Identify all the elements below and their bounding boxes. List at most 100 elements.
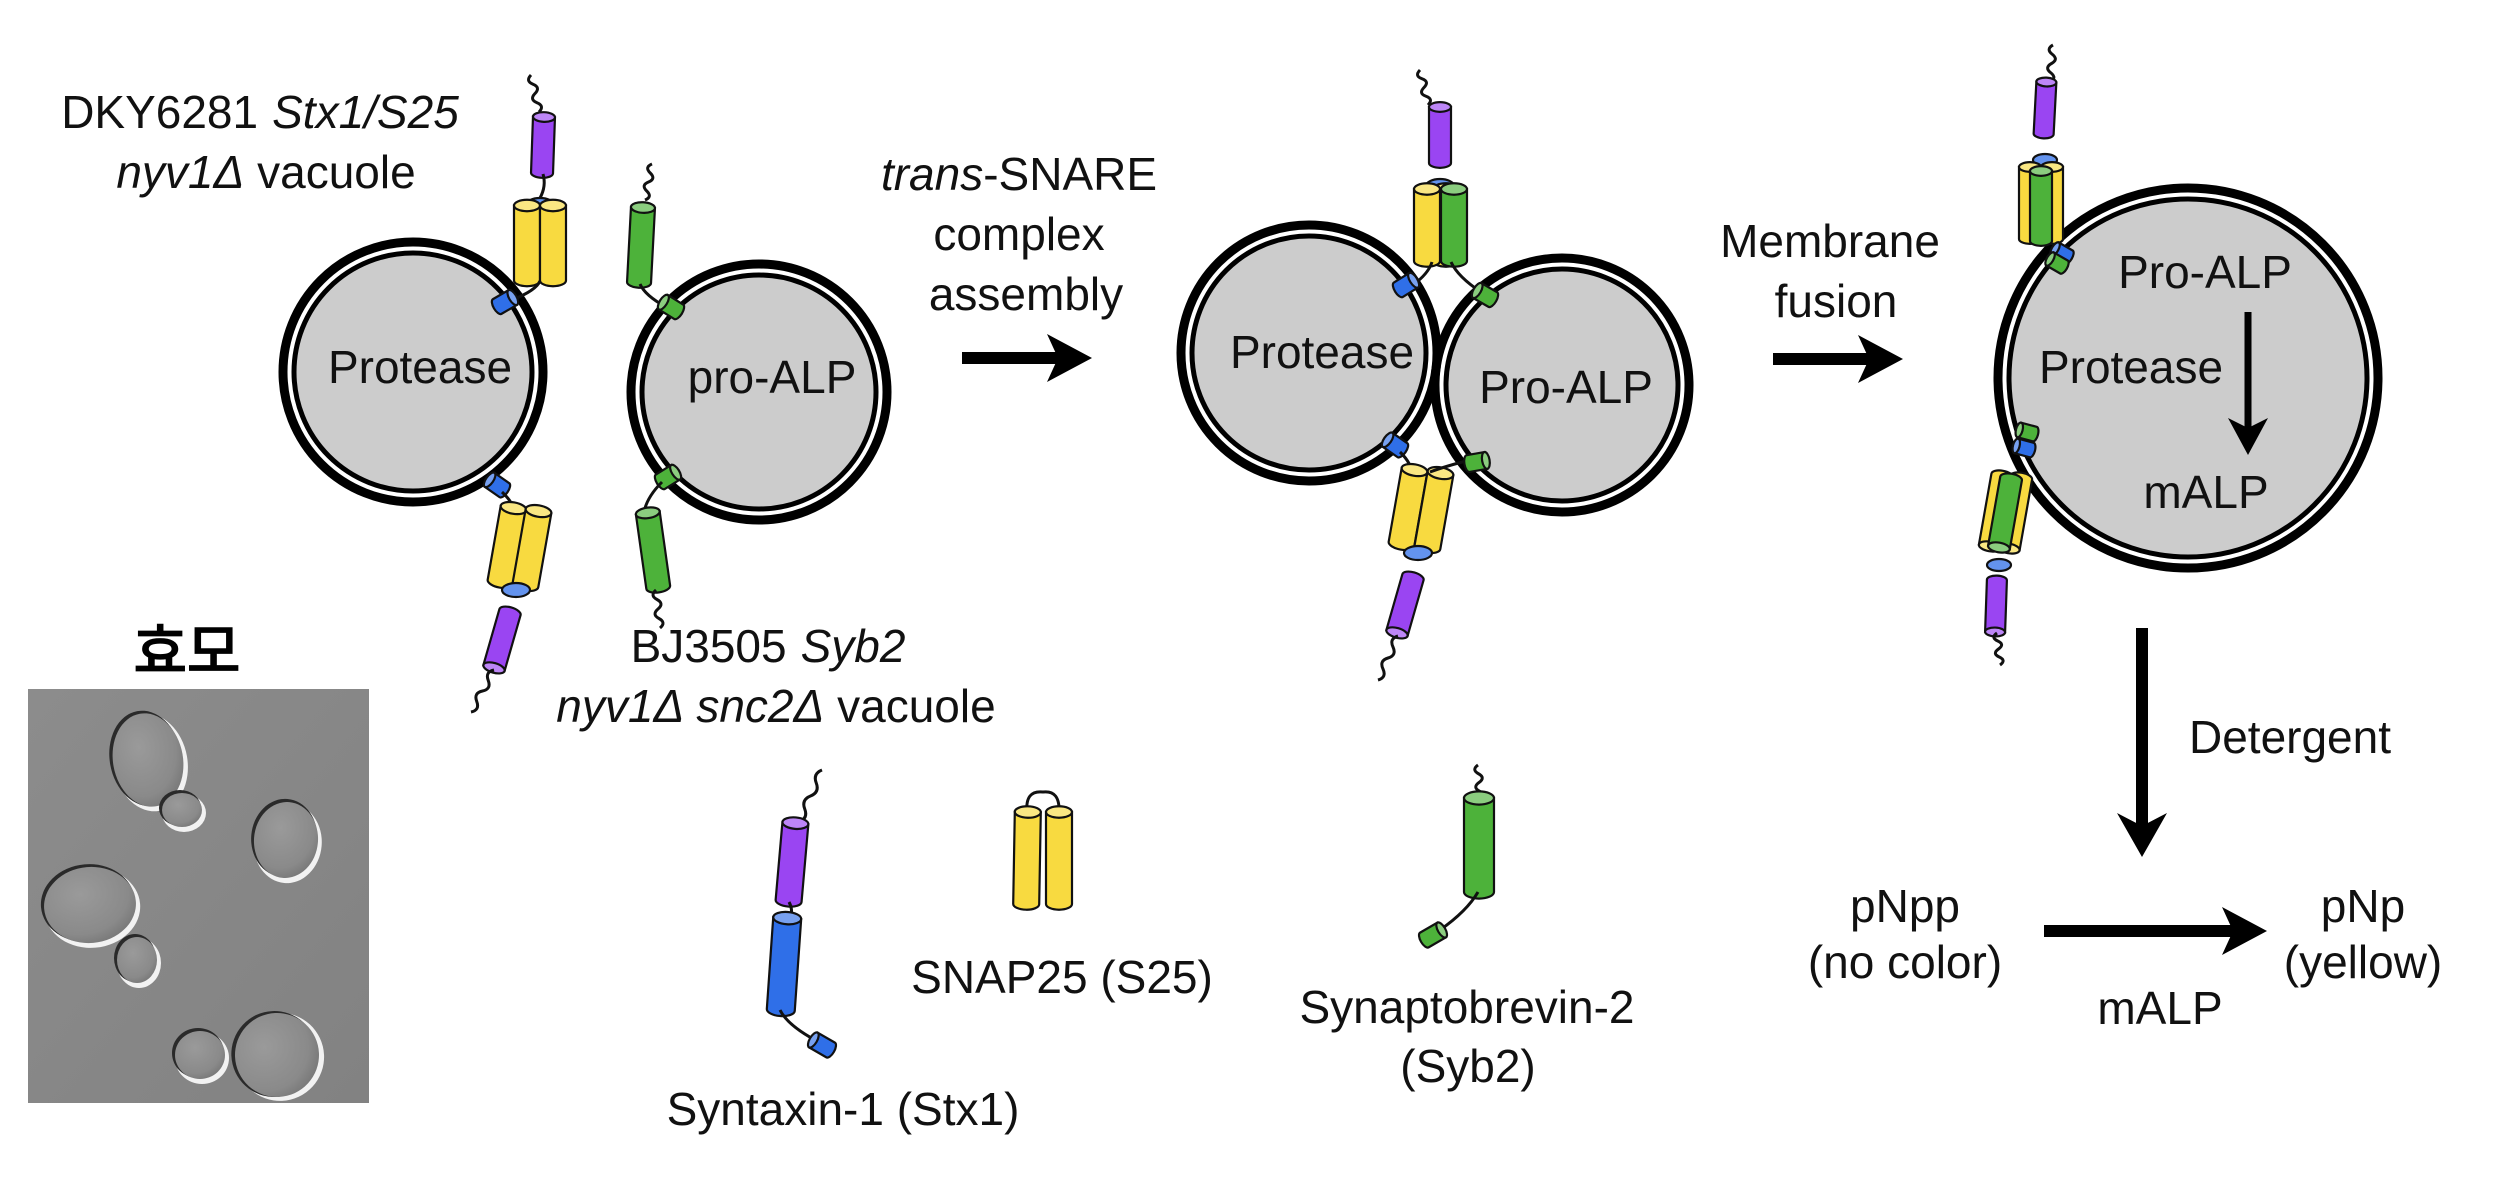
- syntaxin-habc-domain: [2032, 76, 2058, 140]
- snap25-helix-left: [1387, 462, 1429, 552]
- legend-syntaxin-label: Syntaxin-1 (Stx1): [667, 1083, 1020, 1135]
- vacuole-membrane-inner: [1189, 233, 1429, 473]
- step1-protease-label: Protease: [328, 341, 512, 393]
- cell-body: [117, 937, 157, 983]
- fusion-arrow-group: Membrane fusion: [1720, 215, 1940, 383]
- synaptobrevin-helix: [2028, 165, 2054, 247]
- detergent-arrow-group: Detergent: [2117, 628, 2391, 857]
- n-terminal-tail: [1992, 631, 2005, 667]
- vacuole-membrane-inner: [639, 272, 879, 512]
- yeast-cell: [159, 790, 206, 832]
- synaptobrevin-helix: [1986, 472, 2024, 554]
- cylinder-body: [1986, 472, 2024, 551]
- cylinder-cap: [2035, 76, 2058, 88]
- syntaxin-tm-domain: [1391, 271, 1421, 299]
- synaptobrevin-helix: [1462, 790, 1496, 900]
- snap25-helix-right: [538, 198, 568, 288]
- cell-body: [235, 1013, 319, 1097]
- cylinder-cap: [2011, 437, 2022, 455]
- yeast-cell: [109, 710, 188, 812]
- product-label: pNp: [2321, 880, 2405, 932]
- substrate-note: (no color): [1808, 936, 2002, 988]
- fusion-arrow-head: [1858, 335, 1903, 383]
- cylinder-cap: [806, 1031, 820, 1049]
- yeast-micrograph: [28, 689, 369, 1103]
- cylinder-body: [625, 205, 657, 289]
- vacuole-membrane-outer: [626, 259, 892, 525]
- n-terminal-tail: [1377, 634, 1399, 682]
- syntaxin-habc-domain: [529, 111, 557, 179]
- maturation-arrow-head: [2228, 418, 2268, 455]
- step1-bottom-synaptobrevin: [634, 463, 683, 630]
- step3-top-cis-SNARE-complex: [2017, 43, 2075, 275]
- step3-protease-label: Protease: [2039, 341, 2223, 393]
- step2-bottom-tSNARE-complex: [1377, 431, 1491, 682]
- yeast-cell: [172, 1028, 229, 1084]
- cylinder-cap: [781, 816, 810, 831]
- syntaxin-tm-domain: [806, 1031, 838, 1059]
- cylinder-body: [1012, 810, 1042, 911]
- assembly-label-line2: complex: [933, 208, 1104, 260]
- step3-malp-label: mALP: [2143, 466, 2268, 518]
- cylinder-cap: [1439, 182, 1469, 196]
- step1-pro-alp-vacuole: [626, 259, 892, 525]
- syntaxin-habc-domain: [482, 605, 522, 675]
- vacuole-membrane-gap: [288, 247, 538, 497]
- cylinder-body: [2032, 80, 2058, 140]
- cylinder-body: [1412, 187, 1442, 268]
- fusion-label-line2: fusion: [1775, 275, 1898, 327]
- vacuole-membrane-outer: [1430, 253, 1694, 517]
- vacuole-membrane-gap: [636, 269, 882, 515]
- cylinder-cap: [512, 198, 542, 213]
- syntaxin-tm-domain: [2011, 437, 2037, 459]
- n-terminal-tail: [798, 768, 823, 824]
- syntaxin-h3-domain: [765, 910, 803, 1018]
- snap25-helix-left: [1412, 182, 1442, 268]
- snap25-helix-left: [512, 198, 542, 288]
- vacuole-membrane-outer: [1993, 183, 2383, 573]
- assembly-arrow-head: [1047, 334, 1092, 382]
- n-terminal-tail: [642, 162, 655, 202]
- cylinder-cap: [506, 288, 520, 307]
- cylinder-body: [765, 915, 803, 1018]
- cylinder-body: [482, 605, 522, 673]
- yeast-panel: 효모: [28, 618, 369, 1103]
- syntaxin-habc-domain: [1983, 574, 2009, 638]
- cylinder-body: [1462, 796, 1496, 900]
- cylinder-cap: [2028, 165, 2054, 177]
- synaptobrevin-helix: [1439, 182, 1469, 268]
- cylinder-cap: [482, 471, 497, 489]
- synaptobrevin-tm-domain: [2014, 421, 2040, 443]
- synaptobrevin-tm-domain: [656, 293, 686, 321]
- yeast-cell: [231, 1011, 325, 1101]
- cylinder-cap: [1435, 921, 1449, 939]
- synaptobrevin-helix: [625, 201, 657, 289]
- vacuole-membrane-inner: [1443, 266, 1681, 504]
- detergent-label: Detergent: [2189, 711, 2391, 763]
- vacuole-membrane-gap: [2003, 193, 2373, 563]
- syntaxin-habc-domain: [1427, 101, 1453, 169]
- cell-body: [253, 802, 319, 878]
- cylinder-cap: [634, 506, 661, 520]
- vacuole-lumen: [2004, 194, 2372, 562]
- reaction-arrow-head: [2222, 907, 2267, 955]
- legend-synaptobrevin-label-line2: (Syb2): [1400, 1040, 1535, 1092]
- n-terminal-tail: [470, 668, 495, 714]
- syntaxin-tm-domain: [1380, 431, 1410, 459]
- cylinder-body: [538, 204, 568, 288]
- synaptobrevin-tm-domain: [1463, 450, 1491, 474]
- cell-body: [112, 713, 184, 807]
- step1-protease-vacuole: [278, 237, 548, 507]
- vacuole-membrane-inner: [2006, 196, 2370, 560]
- step1-bottom-tSNARE-complex: [470, 471, 553, 714]
- step1-top-synaptobrevin: [625, 162, 686, 321]
- yeast-cell: [251, 798, 322, 884]
- step3-pro-alp-label: Pro-ALP: [2118, 246, 2292, 298]
- step3-fused-vacuole: [1993, 183, 2383, 573]
- cylinder-cap: [629, 201, 657, 214]
- cell-body: [162, 793, 202, 827]
- cylinder-cap: [2044, 251, 2056, 267]
